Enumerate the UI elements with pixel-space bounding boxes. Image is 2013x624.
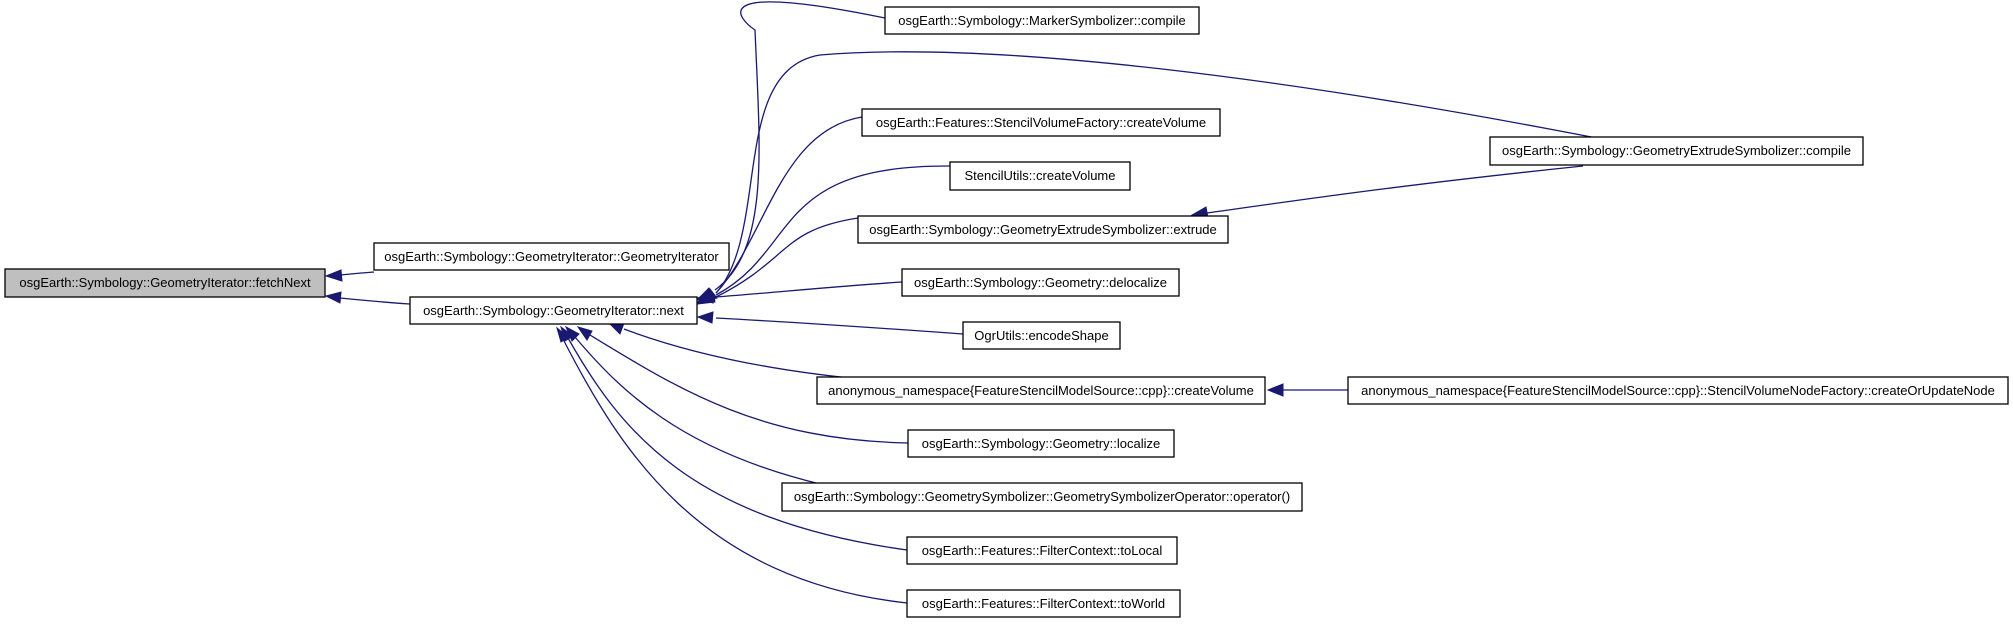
node-label: osgEarth::Symbology::GeometrySymbolizer:… xyxy=(794,489,1290,504)
node-ogr-encodeshape[interactable]: OgrUtils::encodeShape xyxy=(962,321,1121,350)
edge-extrudecompile-to-extrude xyxy=(1190,165,1584,219)
node-label: osgEarth::Symbology::GeometryExtrudeSymb… xyxy=(869,222,1217,237)
node-operator[interactable]: osgEarth::Symbology::GeometrySymbolizer:… xyxy=(781,482,1303,512)
edge-stencilfactory-to-next xyxy=(696,116,863,303)
node-label: osgEarth::Features::FilterContext::toLoc… xyxy=(922,543,1163,558)
edge-anonfactory-to-anoncreate xyxy=(1266,383,1348,397)
node-label: StencilUtils::createVolume xyxy=(964,168,1115,183)
node-stencilfactory-createvolume[interactable]: osgEarth::Features::StencilVolumeFactory… xyxy=(861,108,1221,137)
edge-ogr-to-next xyxy=(696,311,964,335)
node-stencilutils-createvolume[interactable]: StencilUtils::createVolume xyxy=(949,161,1131,191)
node-label: osgEarth::Features::StencilVolumeFactory… xyxy=(876,115,1206,130)
node-tolocal[interactable]: osgEarth::Features::FilterContext::toLoc… xyxy=(906,536,1178,565)
node-label: anonymous_namespace{FeatureStencilModelS… xyxy=(1361,383,1995,398)
node-label: anonymous_namespace{FeatureStencilModelS… xyxy=(828,383,1254,398)
edge-delocalize-to-next xyxy=(696,281,903,304)
edge-anoncreate-to-next xyxy=(607,322,871,381)
node-fetchnext[interactable]: osgEarth::Symbology::GeometryIterator::f… xyxy=(4,268,326,298)
node-label: osgEarth::Symbology::GeometryExtrudeSymb… xyxy=(1502,143,1851,158)
node-delocalize[interactable]: osgEarth::Symbology::Geometry::delocaliz… xyxy=(901,268,1180,297)
node-label: osgEarth::Symbology::GeometryIterator::f… xyxy=(19,275,311,290)
node-toworld[interactable]: osgEarth::Features::FilterContext::toWor… xyxy=(906,589,1181,618)
edge-toworld-to-next xyxy=(556,326,908,604)
node-anon-createvolume[interactable]: anonymous_namespace{FeatureStencilModelS… xyxy=(816,376,1266,405)
node-label: osgEarth::Symbology::MarkerSymbolizer::c… xyxy=(898,13,1186,28)
node-label: osgEarth::Symbology::GeometryIterator::n… xyxy=(423,303,684,318)
node-label: osgEarth::Features::FilterContext::toWor… xyxy=(922,596,1165,611)
node-label: OgrUtils::encodeShape xyxy=(974,328,1108,343)
node-anon-createorupdatenode[interactable]: anonymous_namespace{FeatureStencilModelS… xyxy=(1347,376,2009,405)
node-extrude-compile[interactable]: osgEarth::Symbology::GeometryExtrudeSymb… xyxy=(1489,136,1864,166)
node-geometryiterator-ctor[interactable]: osgEarth::Symbology::GeometryIterator::G… xyxy=(373,242,730,271)
node-localize[interactable]: osgEarth::Symbology::Geometry::localize xyxy=(907,429,1175,458)
edge-localize-to-next xyxy=(576,326,909,444)
edge-extrudecompile-to-next xyxy=(696,51,1613,303)
node-label: osgEarth::Symbology::GeometryIterator::G… xyxy=(384,249,719,264)
node-label: osgEarth::Symbology::Geometry::delocaliz… xyxy=(914,275,1167,290)
node-label: osgEarth::Symbology::Geometry::localize xyxy=(922,436,1160,451)
node-marker-compile[interactable]: osgEarth::Symbology::MarkerSymbolizer::c… xyxy=(884,6,1200,35)
node-next[interactable]: osgEarth::Symbology::GeometryIterator::n… xyxy=(409,296,698,325)
edge-ctor-to-fetchnext xyxy=(324,269,375,282)
edge-next-to-fetchnext xyxy=(324,291,411,305)
node-extrude[interactable]: osgEarth::Symbology::GeometryExtrudeSymb… xyxy=(857,215,1229,244)
